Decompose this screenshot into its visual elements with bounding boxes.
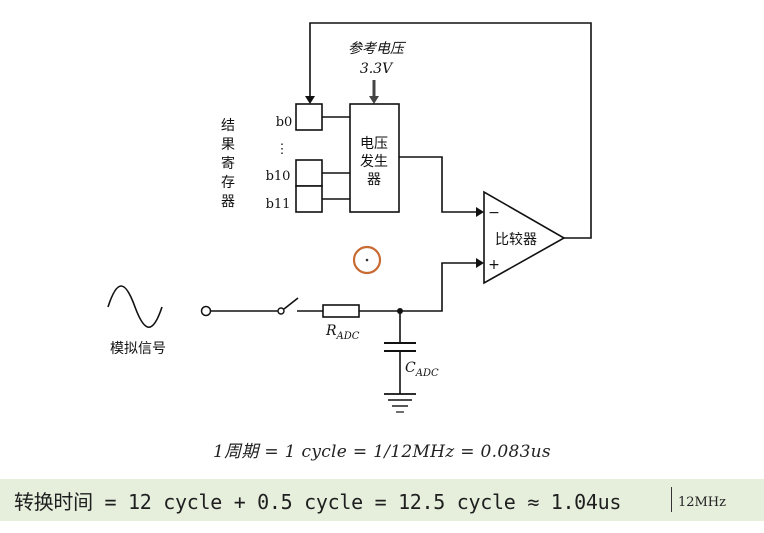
bit-ellipsis: ⋮ <box>276 142 289 157</box>
sample-to-comparator-wire <box>400 262 477 312</box>
conversion-time-band: 转换时间 = 12 cycle + 0.5 cycle = 12.5 cycle… <box>0 479 764 521</box>
analog-signal-label: 模拟信号 <box>110 341 166 357</box>
cycle-formula: 1周期 = 1 cycle = 1/12MHz = 0.083us <box>213 442 551 462</box>
cursor-indicator <box>352 245 382 275</box>
register-bit-b0 <box>295 103 323 131</box>
bit-label-b0: b0 <box>276 115 293 130</box>
generator-to-comparator-wire <box>399 156 477 213</box>
register-label-char: 器 <box>221 194 235 210</box>
register-bit-b11 <box>295 185 323 213</box>
capacitor-symbol: C <box>405 360 416 376</box>
register-label-char: 存 <box>221 175 235 191</box>
input-terminal <box>200 305 212 317</box>
result-register-label: 结 果 寄 存 器 <box>221 118 235 210</box>
sampling-switch <box>283 297 299 310</box>
reference-voltage-value: 3.3V <box>360 61 394 77</box>
capacitor-label: CADC <box>405 360 439 379</box>
clock-frequency-note: 12MHz <box>670 487 726 512</box>
generator-label-line: 电压 <box>360 136 388 152</box>
switch-contact <box>277 307 285 315</box>
capacitor-subscript: ADC <box>415 368 439 379</box>
voltage-generator <box>349 103 400 213</box>
bit-label-b11: b11 <box>266 197 291 212</box>
cursor-dot <box>365 258 369 262</box>
adc-resistor <box>322 304 360 318</box>
resistor-symbol: R <box>325 323 337 339</box>
generator-label-line: 器 <box>367 172 381 188</box>
generator-label-line: 发生 <box>360 154 388 170</box>
feedback-wire <box>309 22 592 239</box>
comparator-plus-label: + <box>488 257 500 273</box>
register-label-char: 寄 <box>221 155 235 172</box>
conversion-time-formula: 转换时间 = 12 cycle + 0.5 cycle = 12.5 cycle… <box>14 490 622 514</box>
feedback-arrow <box>305 96 315 104</box>
reference-voltage-label: 参考电压 <box>348 41 407 57</box>
minus-input-arrow <box>476 207 484 217</box>
register-bit-b10 <box>295 159 323 187</box>
sine-wave-icon <box>107 285 163 328</box>
reference-arrow-head <box>369 96 379 104</box>
register-label-char: 果 <box>221 137 235 153</box>
plus-input-arrow <box>476 258 484 268</box>
resistor-subscript: ADC <box>336 331 360 342</box>
comparator <box>483 190 566 285</box>
register-label-char: 结 <box>221 118 235 134</box>
resistor-label: RADC <box>325 323 360 342</box>
comparator-minus-label: − <box>488 205 500 221</box>
bit-label-b10: b10 <box>266 169 291 184</box>
comparator-label: 比较器 <box>495 232 537 248</box>
ground-icon <box>384 393 416 413</box>
